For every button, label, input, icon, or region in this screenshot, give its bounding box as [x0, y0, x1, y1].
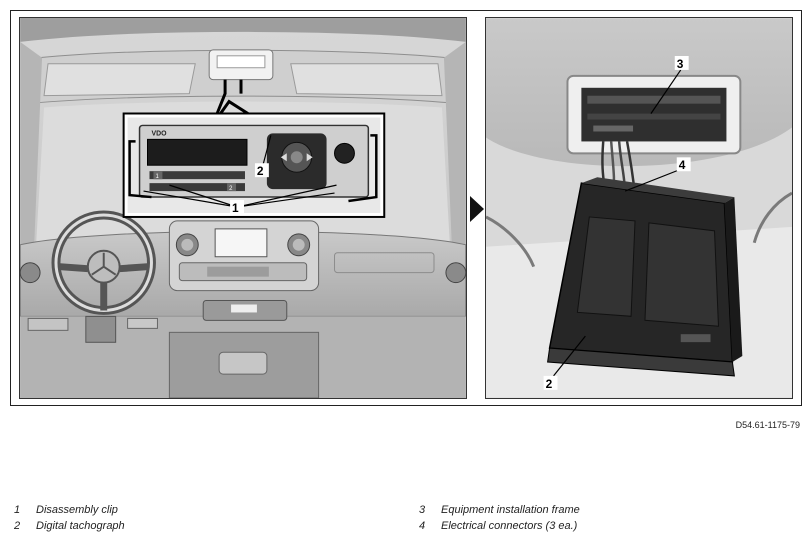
slot-button-1: 1 — [155, 174, 159, 180]
legend-column-right: 3 Equipment installation frame 4 Electrica… — [419, 502, 580, 534]
legend-column-left: 1 Disassembly clip 2 Digital tachograph — [14, 502, 125, 534]
legend-item: 2 Digital tachograph — [14, 518, 125, 534]
tachograph-detail-inset: VDO 1 2 — [122, 112, 386, 218]
legend-item: 4 Electrical connectors (3 ea.) — [419, 518, 580, 534]
callout-4-right: 4 — [679, 158, 686, 172]
legend-text: Disassembly clip — [36, 504, 118, 516]
callout-2-right: 2 — [546, 377, 553, 391]
callout-1-left: 1 — [232, 201, 239, 215]
figure-frame: VDO 1 2 — [10, 10, 802, 406]
legend-number: 4 — [419, 520, 426, 532]
callout-2-left: 2 — [257, 164, 264, 178]
legend-text: Electrical connectors (3 ea.) — [441, 520, 578, 532]
slot-button-2: 2 — [229, 186, 233, 192]
arrow-right-icon — [470, 196, 484, 222]
figure-reference-code: D54.61-1175-79 — [735, 420, 800, 430]
legend-number: 3 — [419, 504, 426, 516]
legend-number: 1 — [14, 504, 21, 516]
device-brand: VDO — [151, 130, 167, 137]
legend-text: Equipment installation frame — [441, 504, 580, 516]
removal-illustration: 3 4 2 — [485, 17, 793, 399]
legend-number: 2 — [14, 520, 21, 532]
callout-3-right: 3 — [677, 57, 684, 71]
legend-item: 3 Equipment installation frame — [419, 502, 580, 518]
legend-text: Digital tachograph — [36, 520, 125, 532]
dashboard-illustration: VDO 1 2 — [19, 17, 467, 399]
legend-item: 1 Disassembly clip — [14, 502, 125, 518]
